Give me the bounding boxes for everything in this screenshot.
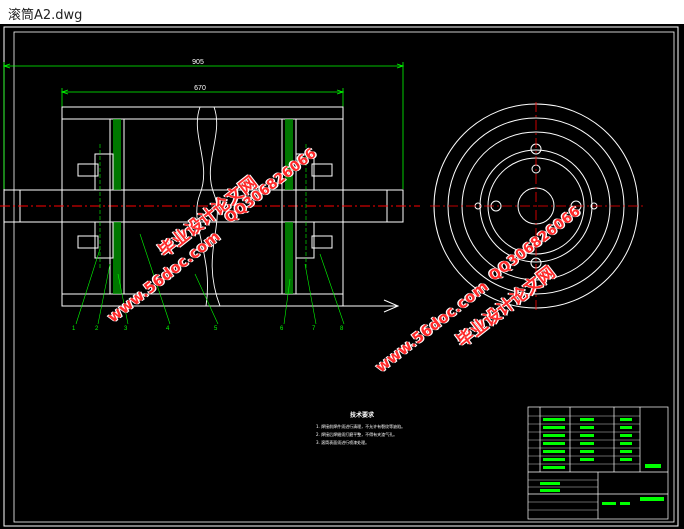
title-block-text-marks — [540, 418, 664, 505]
svg-text:3: 3 — [124, 326, 128, 332]
break-line — [196, 106, 208, 307]
section-arrow-head — [383, 299, 400, 313]
dim-inner-label: 670 — [194, 85, 206, 92]
svg-text:6: 6 — [280, 326, 284, 332]
dim-overall-label: 905 — [192, 59, 204, 66]
end-view-centerlines — [430, 102, 644, 312]
window-title: 滚筒A2.dwg — [8, 8, 83, 23]
drawing-border — [3, 26, 679, 527]
cad-drawing: 905 670 — [0, 26, 679, 527]
notes-heading: 技术要求 — [350, 412, 375, 419]
svg-text:5: 5 — [214, 326, 218, 332]
svg-text:1: 1 — [72, 326, 76, 332]
drawing-canvas[interactable]: 905 670 — [0, 24, 684, 529]
dimension-lines — [2, 62, 405, 189]
svg-text:8: 8 — [340, 326, 344, 332]
note-1: 1. 焊接前焊件须进行清理，不允许有裂纹等缺陷。 — [316, 424, 406, 429]
svg-text:7: 7 — [312, 326, 316, 332]
part-number-labels: 1 2 3 4 5 6 7 8 — [72, 326, 344, 332]
note-3: 3. 滚筒表面须进行喷漆处理。 — [316, 440, 370, 445]
title-block — [527, 406, 669, 520]
hub-right — [281, 118, 333, 295]
window-titlebar: 滚筒A2.dwg — [0, 0, 684, 24]
break-line-2 — [209, 106, 221, 307]
note-2: 2. 焊接后焊缝须打磨平整，不得有夹渣气孔。 — [316, 432, 398, 437]
svg-text:4: 4 — [166, 326, 170, 332]
svg-text:2: 2 — [95, 326, 99, 332]
inner-border — [13, 31, 675, 523]
title-block-rows — [528, 415, 640, 511]
leader-lines — [75, 233, 345, 325]
hub-left — [77, 118, 125, 295]
